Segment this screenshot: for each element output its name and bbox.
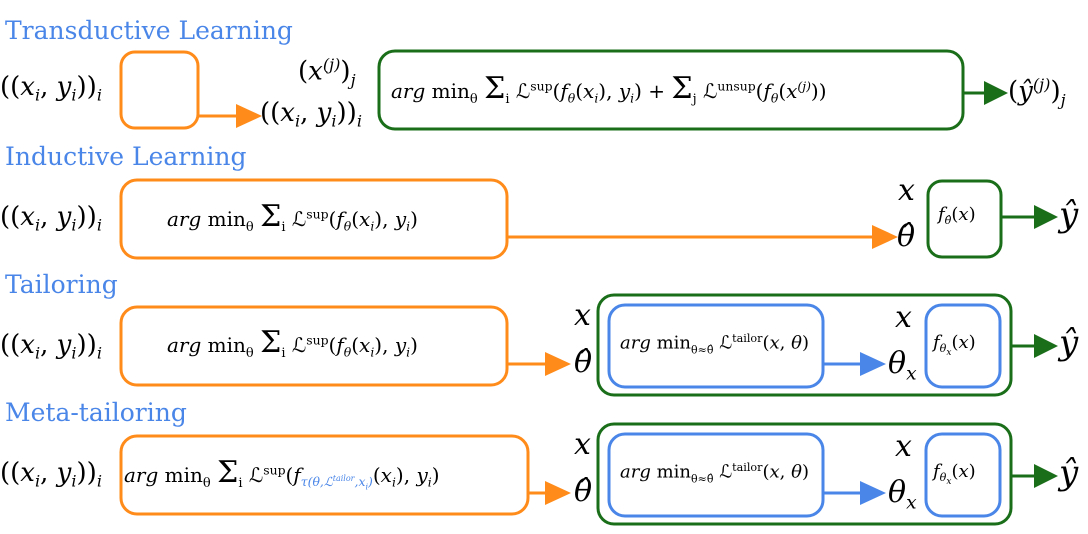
meta-arrowhead-3	[1034, 464, 1058, 488]
tailoring-arrowhead-1	[545, 352, 571, 376]
meta-formula-box	[119, 434, 530, 516]
section-title-transductive: Transductive Learning	[5, 16, 293, 45]
transductive-formula: arg minθ Σi ℒsup(fθ(xi), yi) + Σj ℒunsup…	[391, 71, 827, 107]
meta-inner-box	[607, 432, 825, 518]
tailoring-inner-formula: arg minθ≈θ̂ ℒtailor(x, θ)	[620, 332, 809, 357]
meta-outer-box	[596, 422, 1013, 526]
meta-theta-hat-label: θ̂	[574, 474, 593, 509]
meta-formula: arg minθ Σi ℒsup(fτ(θ,ℒtailor,xi)(xi), y…	[124, 455, 440, 492]
tailoring-formula: arg minθ Σi ℒsup(fθ(xi), yi)	[167, 325, 418, 361]
tailoring-output-label: ŷ	[1059, 323, 1079, 363]
tailoring-formula-box	[119, 305, 509, 387]
tailoring-model-label: fθx(x)	[933, 332, 976, 359]
inductive-model-label: fθ̂(x)	[938, 204, 976, 227]
meta-model-box	[924, 432, 1002, 518]
tailoring-x2-label: x	[895, 300, 912, 335]
transductive-output-label: (ŷ(j))j	[1008, 75, 1066, 110]
meta-input-label: ((xi, yi))i	[0, 458, 102, 491]
meta-theta-x-label: θx	[888, 475, 917, 514]
section-title-inductive: Inductive Learning	[5, 142, 247, 171]
meta-x2-label: x	[895, 429, 912, 464]
inductive-theta-hat-label: θ̂	[897, 219, 916, 254]
tailoring-theta-x-label: θx	[888, 346, 917, 385]
tailoring-arrowhead-3	[1034, 334, 1058, 358]
transductive-input-box	[119, 50, 200, 130]
inductive-model-box	[926, 179, 1003, 259]
transductive-formula-box	[377, 49, 965, 131]
meta-x-label: x	[574, 427, 591, 462]
inductive-arrowhead-2	[1034, 205, 1058, 229]
inductive-formula-box	[119, 178, 509, 260]
tailoring-theta-hat-label: θ̂	[574, 345, 593, 380]
transductive-labeled-label: ((xi, yi))i	[260, 98, 362, 131]
tailoring-inner-box	[607, 303, 825, 389]
inductive-output-label: ŷ	[1059, 195, 1079, 235]
tailoring-x-label: x	[574, 298, 591, 333]
section-title-meta-tailoring: Meta-tailoring	[5, 398, 187, 427]
inductive-x-label: x	[898, 173, 915, 208]
transductive-arrowhead-2	[984, 81, 1008, 105]
tailoring-input-label: ((xi, yi))i	[0, 330, 102, 363]
transductive-arrowhead-1	[236, 104, 262, 128]
meta-output-label: ŷ	[1059, 453, 1079, 493]
meta-arrowhead-1	[545, 481, 571, 505]
meta-inner-formula: arg minθ≈θ̂ ℒtailor(x, θ)	[620, 461, 809, 486]
meta-arrowhead-2	[860, 481, 886, 505]
transductive-unlabeled-label: (x(j))j	[298, 55, 356, 90]
inductive-arrowhead-1	[872, 225, 898, 249]
tailoring-model-box	[924, 303, 1002, 389]
meta-model-label: fθx(x)	[933, 461, 976, 488]
transductive-input-label: ((xi, yi))i	[0, 72, 102, 105]
section-title-tailoring: Tailoring	[5, 270, 118, 299]
inductive-formula: arg minθ Σi ℒsup(fθ(xi), yi)	[167, 199, 418, 235]
inductive-input-label: ((xi, yi))i	[0, 202, 102, 235]
tailoring-arrowhead-2	[860, 352, 886, 376]
